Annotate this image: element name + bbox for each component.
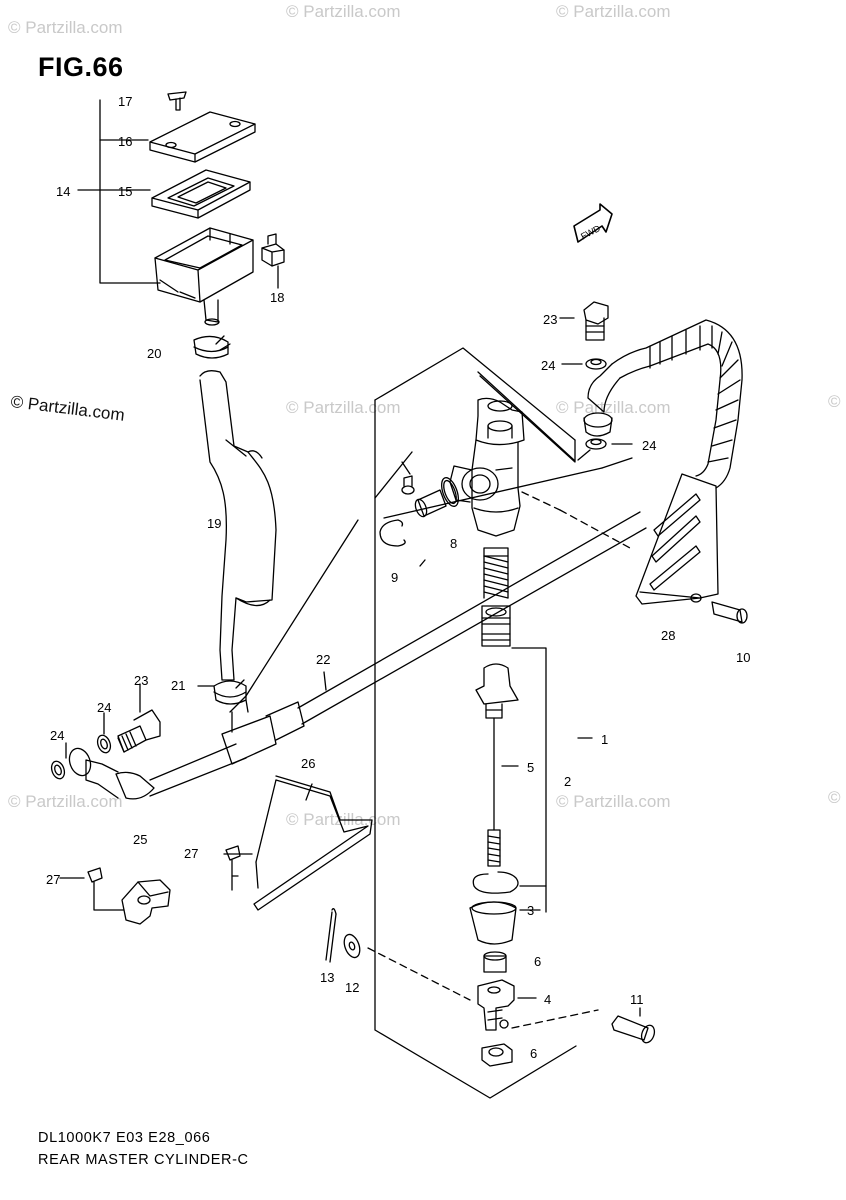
watermark: © Partzilla.com: [286, 398, 401, 417]
callout-27-far: 27: [46, 872, 60, 887]
watermark-corner: ©: [828, 392, 841, 411]
callout-25: 25: [133, 832, 147, 847]
brake-hose-upper: [583, 301, 748, 624]
watermark-corner: ©: [828, 788, 841, 807]
reservoir-hose: [193, 335, 277, 705]
diaphragm: [151, 169, 251, 219]
callout-24-mid: 24: [642, 438, 656, 453]
callout-28: 28: [661, 628, 675, 643]
callout-8: 8: [450, 536, 457, 551]
reservoir-cap: [149, 111, 256, 163]
callout-11: 11: [630, 992, 644, 1007]
direction-tag: FWD: [579, 223, 602, 242]
callout-27-near: 27: [184, 846, 198, 861]
callout-leaders: [59, 317, 641, 1017]
callout-9: 9: [391, 570, 398, 585]
callout-6-upper: 6: [534, 954, 541, 969]
brake-hose-lower: [50, 457, 647, 800]
callout-24-lower-b: 24: [50, 728, 64, 743]
watermark: © Partzilla.com: [556, 2, 671, 21]
pin-washer-cotter: [325, 908, 656, 1044]
watermark: © Partzilla.com: [286, 2, 401, 21]
watermark: © Partzilla.com: [8, 18, 123, 37]
callout-15: 15: [118, 184, 132, 199]
callout-24-lower-a: 24: [97, 700, 111, 715]
figure-name: REAR MASTER CYLINDER-C: [38, 1152, 249, 1168]
callout-3: 3: [527, 903, 534, 918]
callout-12: 12: [345, 980, 359, 995]
callout-16: 16: [118, 134, 132, 149]
callout-17: 17: [118, 94, 132, 109]
callout-26: 26: [301, 756, 315, 771]
bolt-18: [261, 233, 285, 267]
reservoir-body: [154, 227, 254, 326]
screw-17: [167, 91, 187, 111]
callout-numbers: 17 16 15 14 18 20 19 23 24 24 21 22 23 2…: [46, 94, 750, 1061]
callout-10: 10: [736, 650, 750, 665]
piston-stack: [367, 547, 599, 1067]
callout-23-upper: 23: [543, 312, 557, 327]
callout-4: 4: [544, 992, 551, 1007]
callout-5: 5: [527, 760, 534, 775]
watermark: © Partzilla.com: [556, 792, 671, 811]
watermark: © Partzilla.com: [556, 398, 671, 417]
callout-20: 20: [147, 346, 161, 361]
direction-arrow-icon: FWD: [573, 203, 613, 243]
master-cylinder-body: [449, 397, 631, 549]
hose-guard: [87, 775, 373, 925]
callout-1: 1: [601, 732, 608, 747]
figure-title: FIG.66: [38, 52, 124, 82]
callout-6-lower: 6: [530, 1046, 537, 1061]
callout-19: 19: [207, 516, 221, 531]
callout-18: 18: [270, 290, 284, 305]
callout-13: 13: [320, 970, 334, 985]
figure-code: DL1000K7 E03 E28_066: [38, 1130, 211, 1146]
callout-24-upper: 24: [541, 358, 555, 373]
callout-2: 2: [564, 774, 571, 789]
watermark: © Partzilla.com: [8, 792, 123, 811]
reservoir-assembly: [77, 91, 285, 326]
assembly-outline: [229, 347, 591, 1099]
callout-21: 21: [171, 678, 185, 693]
callout-23-lower: 23: [134, 673, 148, 688]
callout-14: 14: [56, 184, 70, 199]
inlet-components: [379, 475, 459, 567]
callout-22: 22: [316, 652, 330, 667]
